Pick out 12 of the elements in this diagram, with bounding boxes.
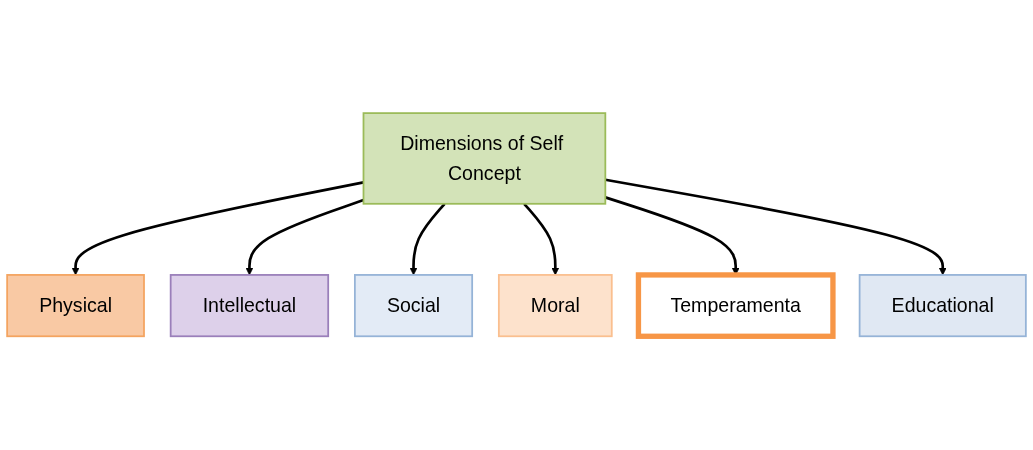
node-box: Social (354, 274, 474, 338)
node-box: Intellectual (169, 274, 330, 338)
arrow (71, 181, 364, 276)
node-box: Educational (858, 274, 1027, 338)
node-box: Physical (6, 274, 145, 338)
arrow (523, 203, 560, 276)
node-box: Moral (497, 274, 613, 338)
arrow (245, 199, 364, 276)
arrow (605, 178, 947, 276)
node-box: Temperamenta (635, 272, 836, 340)
node-box: Dimensions of Self Concept (362, 112, 607, 205)
arrow (409, 203, 446, 276)
